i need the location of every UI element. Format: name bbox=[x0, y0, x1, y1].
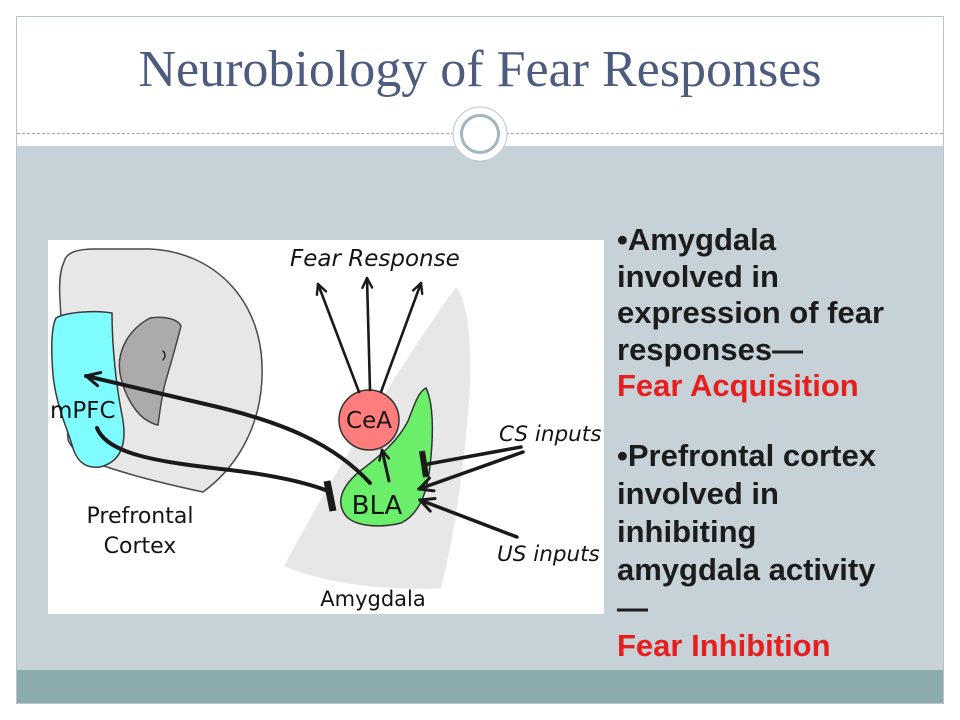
bullet-text: •Amygdala involved in expression of fear… bbox=[617, 222, 885, 367]
us-inputs-arrow bbox=[418, 497, 519, 539]
bla-to-cea-arrow bbox=[378, 448, 391, 483]
ring-ornament-icon bbox=[452, 106, 508, 162]
cea-label: CeA bbox=[346, 408, 392, 434]
cs-inhibition-line bbox=[426, 445, 523, 466]
cs-inputs-arrow bbox=[417, 450, 525, 493]
bla-label: BLA bbox=[352, 491, 403, 521]
slide-frame bbox=[16, 16, 944, 704]
prefrontal-cortex-label-line-1: Prefrontal bbox=[87, 504, 194, 529]
prefrontal-cortex-label-line-2: Cortex bbox=[104, 534, 177, 559]
inner-cortex-notch bbox=[162, 350, 166, 361]
fear-response-arrow-middle bbox=[361, 276, 374, 392]
bullet-text: •Prefrontal cortex involved in inhibitin… bbox=[617, 438, 876, 625]
fear-response-label: Fear Response bbox=[290, 246, 460, 272]
bullet-item-amygdala: •Amygdala involved in expression of fear… bbox=[617, 222, 899, 405]
cs-inputs-label: CS inputs bbox=[499, 422, 601, 447]
footer-band bbox=[17, 670, 943, 703]
mpfc-label: mPFC bbox=[50, 398, 116, 424]
fear-response-arrow-left bbox=[315, 282, 361, 394]
mpfc-inhibition-bar bbox=[323, 480, 337, 512]
cs-inhibition-bar bbox=[419, 450, 429, 478]
mpfc-region bbox=[51, 310, 125, 468]
fear-response-arrow-right bbox=[379, 281, 424, 394]
bla-to-mpfc-arrow bbox=[84, 371, 372, 485]
amygdala-label: Amygdala bbox=[320, 587, 425, 611]
mpfc-to-bla-inhibition-line bbox=[95, 426, 330, 493]
us-inputs-label: US inputs bbox=[497, 542, 600, 567]
slide-title: Neurobiology of Fear Responses bbox=[138, 41, 822, 98]
fear-circuit-diagram: Fear Response mPFC Prefrontal Cortex CeA… bbox=[48, 240, 604, 614]
bullet-highlight: Fear Acquisition bbox=[617, 368, 859, 403]
bullet-item-prefrontal: •Prefrontal cortex involved in inhibitin… bbox=[617, 437, 899, 665]
inner-cortex-region bbox=[118, 316, 182, 426]
fear-circuit-svg: Fear Response mPFC Prefrontal Cortex CeA… bbox=[50, 246, 601, 611]
bullet-highlight: Fear Inhibition bbox=[617, 628, 831, 663]
